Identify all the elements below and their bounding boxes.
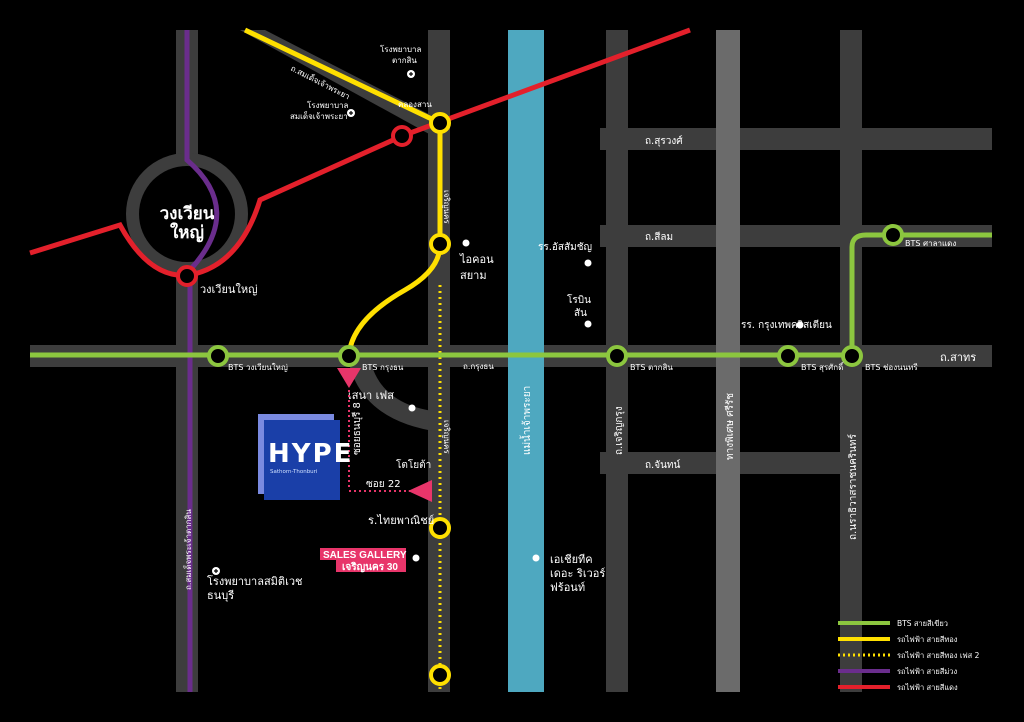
label-bts-taksin: BTS ตากสิน — [630, 363, 673, 372]
dot-asiatique — [532, 554, 540, 562]
dot-iconsiam — [462, 239, 470, 247]
station-bts-saladaeng — [882, 224, 904, 246]
dot-bch — [796, 321, 804, 329]
label-asiatique-2: เดอะ ริเวอร์ — [550, 567, 605, 580]
label-bch: รร. กรุงเทพคริสเตียน — [741, 319, 832, 331]
chaophraya-river — [508, 30, 544, 692]
label-samitivej-2: ธนบุรี — [207, 589, 234, 602]
label-gold-khlongsan: คลองสาน — [398, 100, 432, 109]
label-naradhiwas: ถ.นราธิวาสราชนครินทร์ — [847, 433, 859, 540]
stations — [176, 112, 904, 686]
bts-green-line — [30, 232, 992, 358]
dot-assumption — [584, 259, 592, 267]
hospital-icons — [212, 70, 415, 575]
project-location: HYPE Sathorn-Thonburi — [258, 368, 432, 502]
project-box — [264, 420, 340, 500]
label-bts-wongwianyai: BTS วงเวียนใหญ่ — [228, 363, 288, 372]
label-bts-surasak: BTS สุรศักดิ์ — [801, 361, 845, 372]
label-thaiphanit: ร.ไทยพาณิชย์ — [368, 514, 434, 527]
label-iconsiam-1: ไอคอน — [459, 253, 494, 266]
station-bts-chongnonsi — [841, 345, 863, 367]
dot-sena — [408, 404, 416, 412]
station-gold-end — [429, 664, 451, 686]
sales-gallery-badge: SALES GALLERY เจริญนคร 30 — [320, 548, 407, 573]
label-soi-thonburi8: ซอยธนบุรี 8 — [351, 402, 363, 455]
legend-label-1: รถไฟฟ้า สายสีทอง — [897, 635, 958, 644]
label-bts-chongnonsi: BTS ช่องนนทรี — [865, 363, 918, 372]
label-somdet-hospital-1: โรงพยาบาล — [307, 100, 349, 110]
label-chan: ถ.จันทน์ — [645, 459, 681, 471]
dot-sales — [412, 554, 420, 562]
label-charoen-nakhon-1: เจริญนคร — [442, 190, 451, 224]
road-surawong — [600, 128, 992, 150]
dot-robinson — [584, 320, 592, 328]
pink-arrow-right — [408, 480, 432, 502]
label-surawong: ถ.สุรวงศ์ — [645, 135, 683, 147]
label-taksin-hospital-1: โรงพยาบาล — [380, 44, 422, 54]
label-soi22: ซอย 22 — [366, 479, 401, 490]
legend-label-4: รถไฟฟ้า สายสีแดง — [897, 683, 958, 692]
label-river: แม่น้ำเจ้าพระยา — [519, 386, 533, 455]
label-silom: ถ.สีลม — [645, 231, 673, 243]
label-toyota: โตโยต้า — [396, 458, 431, 471]
label-asiatique-1: เอเชียทีค — [550, 553, 593, 566]
station-bts-krungthon — [338, 345, 360, 367]
legend-label-3: รถไฟฟ้า สายสีม่วง — [897, 667, 957, 676]
station-gold-thaiphanit — [429, 517, 451, 539]
label-iconsiam-2: สยาม — [460, 269, 487, 282]
label-asiatique-3: ฟร้อนท์ — [550, 581, 585, 594]
station-bts-taksin — [606, 345, 628, 367]
legend-label-0: BTS สายสีเขียว — [897, 619, 948, 628]
station-gold-iconsiam — [429, 233, 451, 255]
label-bts-krungthon: BTS กรุงธน — [362, 363, 404, 372]
station-red-2 — [391, 125, 413, 147]
purple-line — [184, 30, 220, 692]
label-expressway: ทางพิเศษ ศรีรัช — [724, 393, 736, 460]
place-markers — [408, 239, 804, 562]
station-bts-wongwianyai — [207, 345, 229, 367]
circle-name-2: ใหญ่ — [170, 222, 204, 243]
label-bts-saladaeng: BTS ศาลาแดง — [905, 239, 956, 248]
label-robinson-1: โรบิน — [567, 293, 591, 306]
sales-gallery-line1: SALES GALLERY — [323, 550, 407, 561]
label-assumption: รร.อัสสัมชัญ — [538, 242, 592, 253]
road-somdet-chaophraya — [240, 30, 450, 140]
label-charoen-krung: ถ.เจริญกรุง — [614, 406, 625, 455]
sales-gallery-line2: เจริญนคร 30 — [342, 561, 398, 573]
road-expressway — [716, 30, 740, 692]
label-taksin-hospital-2: ตากสิน — [392, 56, 417, 65]
road-krungthon-curve — [346, 345, 440, 432]
label-robinson-2: สัน — [574, 308, 587, 319]
label-somdet-phrachao-taksin: ถ.สมเด็จพระเจ้าตากสิน — [183, 509, 193, 590]
label-sena-fest: เสนา เฟส — [348, 389, 394, 402]
station-red-wongwianyai — [176, 265, 198, 287]
label-sathorn: ถ.สาทร — [940, 351, 976, 364]
label-charoen-nakhon-2: เจริญนคร — [442, 420, 451, 454]
road-soi22 — [345, 484, 430, 498]
circle-name-1: วงเวียน — [160, 203, 215, 224]
station-gold-khlongsan — [429, 112, 451, 134]
legend-label-2: รถไฟฟ้า สายสีทอง เฟส 2 — [897, 651, 980, 660]
project-subtitle: Sathorn-Thonburi — [270, 469, 318, 475]
label-red-wongwianyai: วงเวียนใหญ่ — [200, 283, 257, 296]
pink-arrow-top — [337, 368, 361, 388]
project-logo: HYPE — [268, 439, 353, 469]
station-bts-surasak — [777, 345, 799, 367]
label-somdet-hospital-2: สมเด็จเจ้าพระยา — [290, 111, 348, 121]
label-samitivej-1: โรงพยาบาลสมิติเวช — [207, 574, 302, 588]
label-krungthon-road: ถ.กรุงธน — [463, 362, 494, 371]
